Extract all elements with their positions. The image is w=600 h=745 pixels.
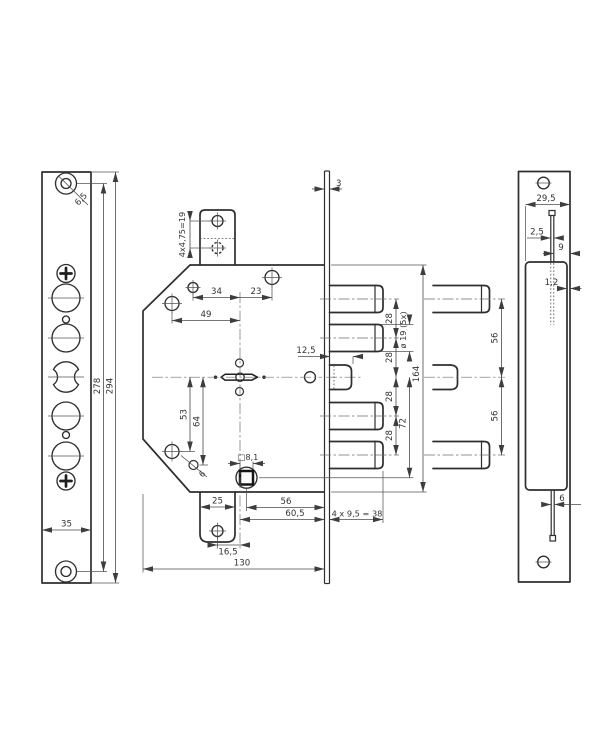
dim-16-5-label: 16,5 bbox=[218, 548, 237, 558]
dim-56-upper-label: 56 bbox=[491, 333, 501, 344]
dim-3-label: 3 bbox=[336, 179, 341, 189]
dim-2-5-label: 2,5 bbox=[530, 228, 544, 238]
dim-130-label: 130 bbox=[234, 559, 250, 569]
pin-hole-2 bbox=[61, 430, 71, 440]
body-hole-f bbox=[188, 459, 199, 471]
dim-34-label: 34 bbox=[211, 287, 222, 297]
dim-294-label: 294 bbox=[106, 378, 116, 394]
latch-cutout bbox=[52, 361, 80, 393]
dim-1-2-label: 1,2 bbox=[545, 278, 559, 288]
top-tab bbox=[199, 209, 236, 266]
dim-throw-label: 4 x 9,5 = 38 bbox=[332, 509, 383, 519]
phillips-screw-upper bbox=[56, 263, 76, 284]
dim-164-label: 164 bbox=[412, 366, 422, 382]
faceplate-side-view: 29,5 2,5 9 1,2 6 bbox=[517, 170, 582, 583]
dim-9-label: 9 bbox=[558, 243, 563, 253]
dim-28-label-3: 28 bbox=[385, 391, 395, 402]
countersunk-hole-bottom bbox=[54, 560, 78, 583]
dim-64-label: 64 bbox=[193, 416, 203, 427]
dim-35-label: 35 bbox=[61, 520, 72, 530]
dim-28-label-4: 28 bbox=[385, 430, 395, 441]
body-height-dim: 164 bbox=[331, 264, 427, 493]
pin-hole-1 bbox=[61, 315, 71, 324]
spindle-distance-dim: 72 bbox=[259, 377, 414, 479]
dim-6-label: 6 bbox=[197, 468, 208, 479]
dim-dia19-label: ø 19 (5x) bbox=[398, 311, 408, 348]
bottom-pin bbox=[549, 490, 557, 542]
body-slab bbox=[524, 261, 568, 491]
side-bolts-view: 56 56 bbox=[424, 284, 505, 470]
phillips-screw-lower bbox=[56, 471, 76, 491]
dim-12-5-label: 12,5 bbox=[296, 346, 315, 356]
countersunk-hole-top bbox=[54, 172, 78, 195]
dim-6-bottom-label: 6 bbox=[559, 494, 564, 504]
body-outline bbox=[142, 264, 325, 493]
dim-49-label: 49 bbox=[201, 310, 212, 320]
dim-23-label: 23 bbox=[251, 287, 262, 297]
lock-body-view: 4x4,75=19 6 bbox=[142, 170, 427, 585]
dim-tab-pitch-label: 4x4,75=19 bbox=[177, 212, 187, 258]
latch-bolt bbox=[328, 364, 353, 391]
faceplate-front-view: 6,5 35 278 294 bbox=[41, 171, 119, 584]
bolt-diameter-dim: ø 19 (5x) bbox=[381, 311, 414, 362]
dim-60-5-label: 60,5 bbox=[285, 509, 304, 519]
dim-72-label: 72 bbox=[399, 418, 409, 429]
dim-56-label: 56 bbox=[281, 497, 292, 507]
dim-25-label: 25 bbox=[212, 497, 223, 507]
bolt-pitch-dims: 28 28 28 28 bbox=[385, 299, 399, 455]
dim-56-lower-label: 56 bbox=[491, 411, 501, 422]
spindle-boss bbox=[235, 466, 258, 489]
dim-278-label: 278 bbox=[93, 378, 103, 394]
dim-sq-8-1-label: □8,1 bbox=[238, 452, 259, 462]
dim-53-label: 53 bbox=[180, 409, 190, 420]
dim-28-label-2: 28 bbox=[385, 352, 395, 363]
deadbolts bbox=[320, 284, 399, 470]
dim-29-5-label: 29,5 bbox=[536, 194, 555, 204]
dim-28-label-1: 28 bbox=[385, 313, 395, 324]
